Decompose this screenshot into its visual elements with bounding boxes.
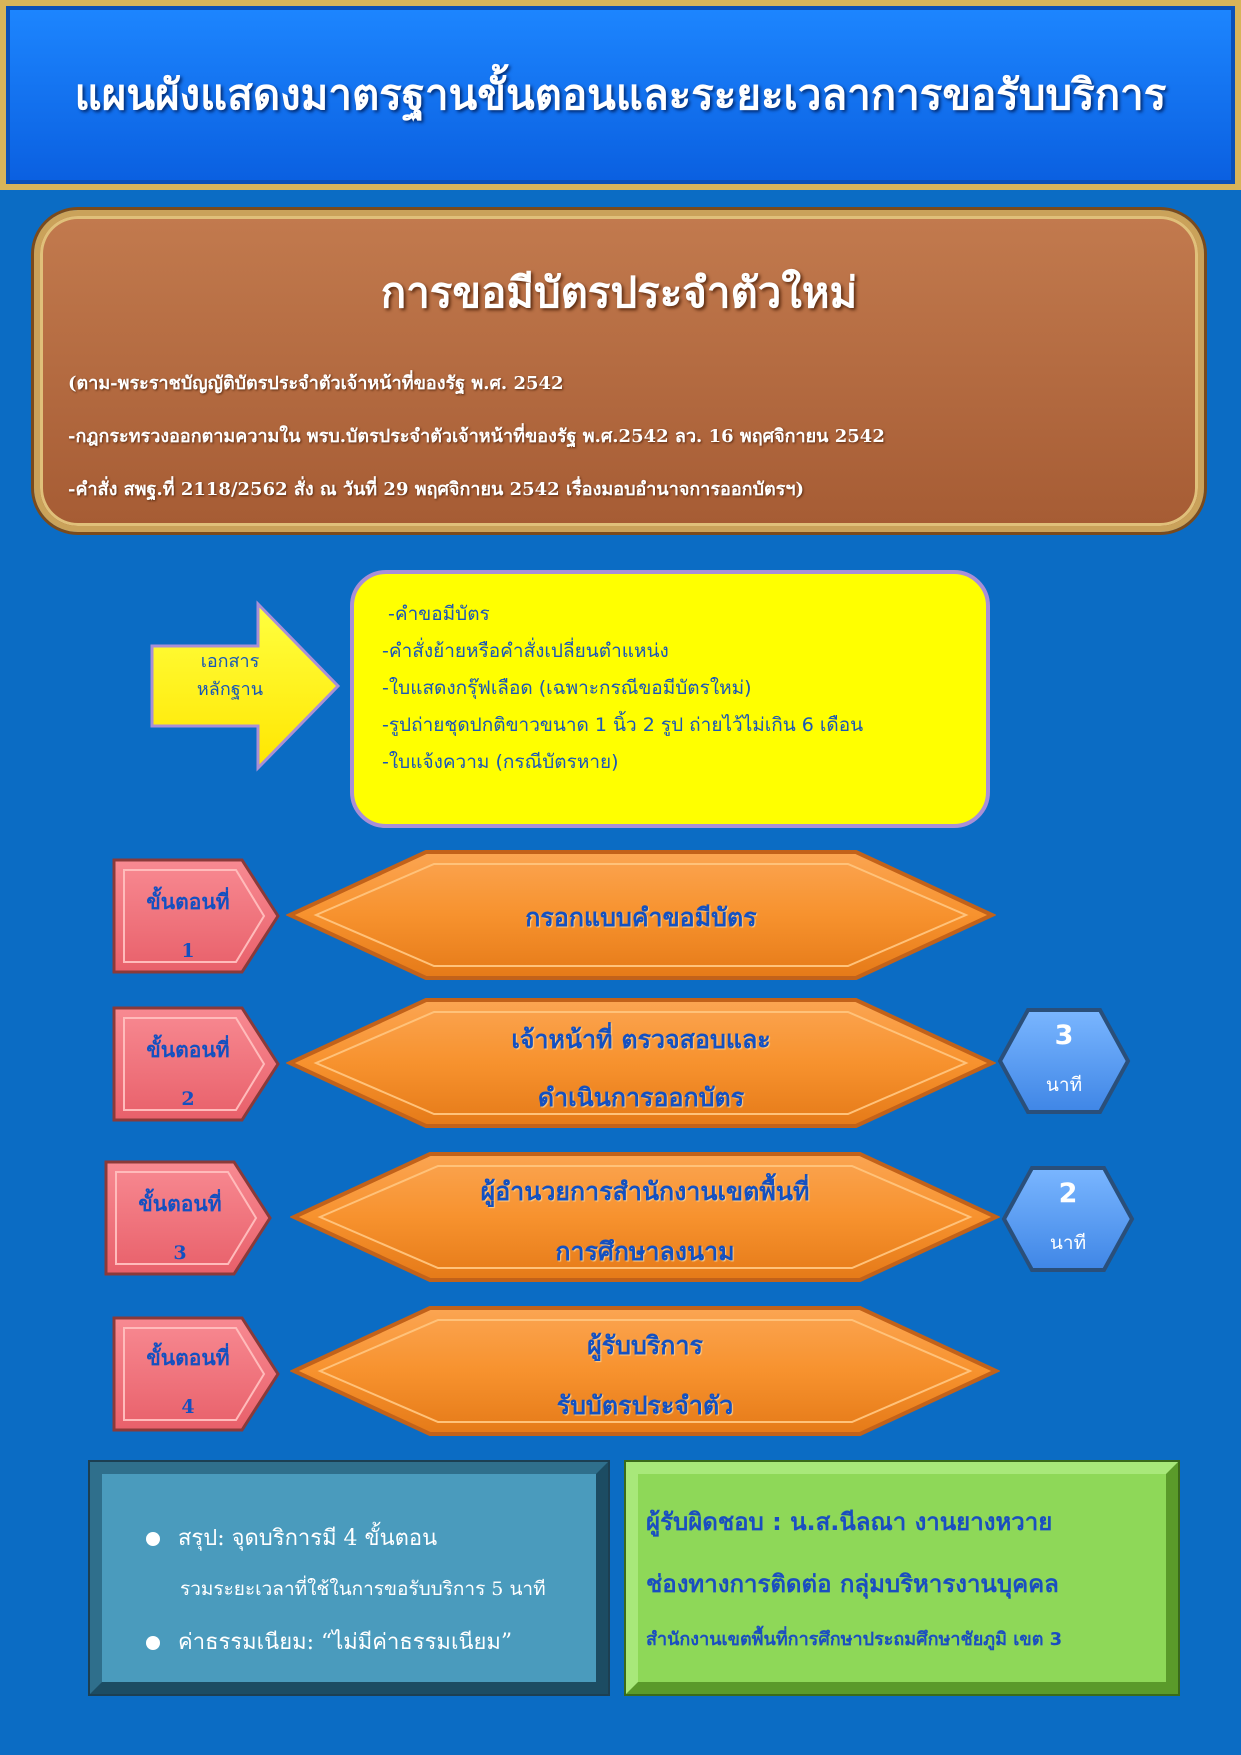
bullet-icon xyxy=(146,1532,160,1546)
document-item: -คำขอมีบัตร xyxy=(388,603,490,625)
contact-channel: ช่องทางการติดต่อ กลุ่มบริหารงานบุคคล xyxy=(646,1570,1059,1598)
legal-basis-line-1: (ตาม-พระราชบัญญัติบัตรประจำตัวเจ้าหน้าที… xyxy=(68,373,564,394)
step-text-4-line-1: ผู้รับบริการ xyxy=(587,1331,703,1360)
step-tab-2 xyxy=(112,1006,280,1122)
step-hex-1 xyxy=(286,850,996,980)
step-text-3-line-2: การศึกษาลงนาม xyxy=(555,1237,735,1266)
legal-basis-line-2: -กฎกระทรวงออกตามความใน พรบ.บัตรประจำตัวเ… xyxy=(68,426,885,447)
responsible-person: ผู้รับผิดชอบ : น.ส.นีลณา งานยางหวาย xyxy=(646,1508,1053,1536)
step-hex-4 xyxy=(290,1306,1000,1436)
step-text-2-line-2: ดำเนินการออกบัตร xyxy=(537,1083,745,1112)
summary-steps: สรุป: จุดบริการมี 4 ขั้นตอน xyxy=(178,1526,438,1551)
document-item: -ใบแสดงกรุ๊ฟเลือด (เฉพาะกรณีขอมีบัตรใหม่… xyxy=(382,677,752,699)
office-name: สำนักงานเขตพื้นที่การศึกษาประถมศึกษาชัยภ… xyxy=(646,1629,1063,1650)
step-text-4-line-2: รับบัตรประจำตัว xyxy=(556,1391,734,1420)
step-label-3: ขั้นตอนที่ xyxy=(138,1191,222,1216)
document-item: -คำสั่งย้ายหรือคำสั่งเปลี่ยนตำแหน่ง xyxy=(382,640,669,662)
documents-label-line-1: เอกสาร xyxy=(200,651,260,672)
step-number-1: 1 xyxy=(181,940,195,962)
page-title: แผนผังแสดงมาตรฐานขั้นตอนและระยะเวลาการขอ… xyxy=(74,70,1167,119)
title-banner: แผนผังแสดงมาตรฐานขั้นตอนและระยะเวลาการขอ… xyxy=(0,0,1241,190)
step-number-2: 2 xyxy=(181,1088,195,1110)
service-info-box: การขอมีบัตรประจำตัวใหม่ (ตาม-พระราชบัญญั… xyxy=(34,210,1204,532)
step-label-2: ขั้นตอนที่ xyxy=(146,1037,230,1062)
documents-box: -คำขอมีบัตร -คำสั่งย้ายหรือคำสั่งเปลี่ยน… xyxy=(350,570,990,828)
summary-box: สรุป: จุดบริการมี 4 ขั้นตอน รวมระยะเวลาท… xyxy=(90,1462,608,1694)
summary-fee: ค่าธรรมเนียม: “ไม่มีค่าธรรมเนียม” xyxy=(178,1630,513,1655)
document-item: -ใบแจ้งความ (กรณีบัตรหาย) xyxy=(382,751,619,773)
summary-row-1: สรุป: จุดบริการมี 4 ขั้นตอน xyxy=(146,1520,437,1555)
step-text-1: กรอกแบบคำขอมีบัตร xyxy=(525,903,757,932)
time-hex-2 xyxy=(997,1008,1131,1114)
step-tab-3 xyxy=(104,1160,272,1276)
time-hex-3 xyxy=(1001,1166,1135,1272)
contact-box: ผู้รับผิดชอบ : น.ส.นีลณา งานยางหวาย ช่อง… xyxy=(626,1462,1178,1694)
time-value-3: 2 xyxy=(1058,1178,1078,1209)
summary-row-2: ค่าธรรมเนียม: “ไม่มีค่าธรรมเนียม” xyxy=(146,1624,512,1659)
time-unit-3: นาที xyxy=(1049,1232,1087,1254)
step-tab-4 xyxy=(112,1316,280,1432)
step-tab-1 xyxy=(112,858,280,974)
summary-total-time: รวมระยะเวลาที่ใช้ในการขอรับบริการ 5 นาที xyxy=(180,1578,546,1600)
right-arrow-icon xyxy=(150,600,341,772)
legal-basis-line-3: -คำสั่ง สพฐ.ที่ 2118/2562 สั่ง ณ วันที่ … xyxy=(68,479,804,500)
service-title: การขอมีบัตรประจำตัวใหม่ xyxy=(380,268,858,317)
documents-label-line-2: หลักฐาน xyxy=(196,679,264,700)
time-value-2: 3 xyxy=(1054,1020,1074,1051)
step-label-4: ขั้นตอนที่ xyxy=(146,1345,230,1370)
step-number-4: 4 xyxy=(181,1396,195,1418)
step-text-3-line-1: ผู้อำนวยการสำนักงานเขตพื้นที่ xyxy=(480,1177,810,1206)
document-item: -รูปถ่ายชุดปกติขาวขนาด 1 นิ้ว 2 รูป ถ่าย… xyxy=(382,714,864,736)
step-label-1: ขั้นตอนที่ xyxy=(146,889,230,914)
step-hex-2 xyxy=(286,998,996,1128)
step-hex-3 xyxy=(290,1152,1000,1282)
documents-label: เอกสาร หลักฐาน xyxy=(170,648,290,704)
step-text-2-line-1: เจ้าหน้าที่ ตรวจสอบและ xyxy=(511,1025,771,1054)
time-unit-2: นาที xyxy=(1045,1074,1083,1096)
step-number-3: 3 xyxy=(173,1242,187,1264)
bullet-icon xyxy=(146,1636,160,1650)
